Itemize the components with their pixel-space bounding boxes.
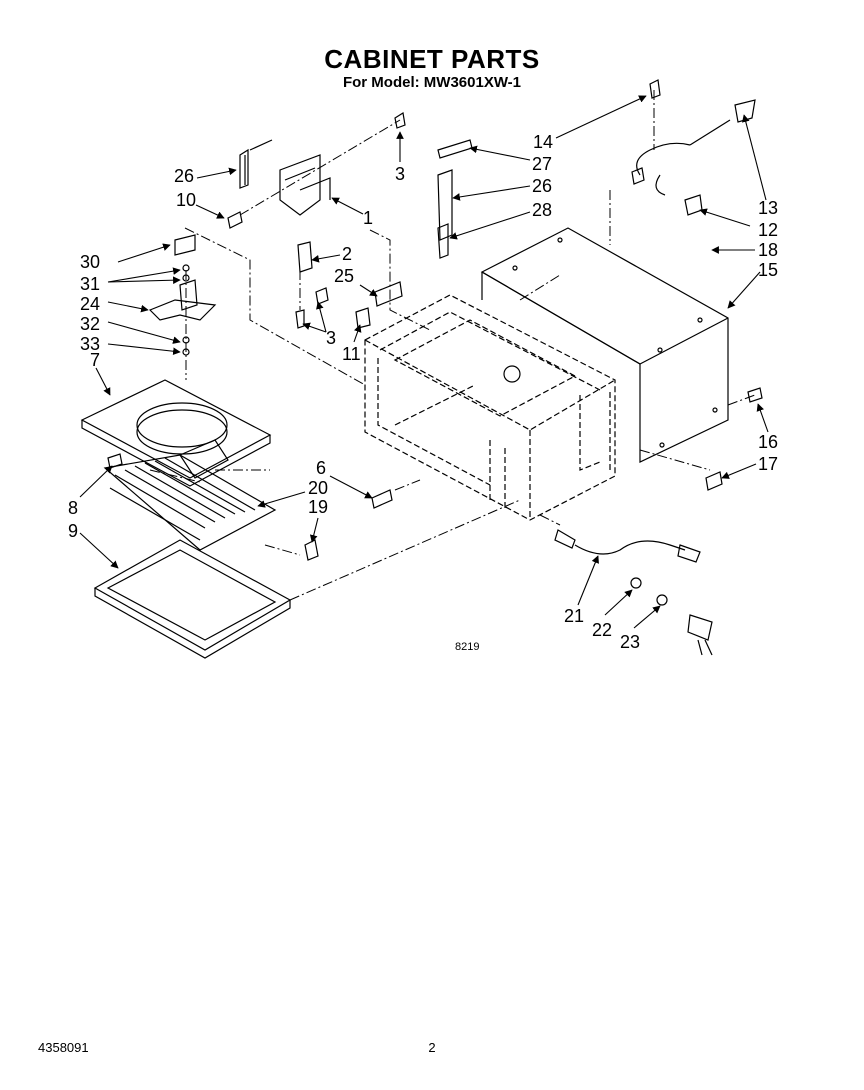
callout-32: 32 [80, 314, 100, 334]
callout-20: 20 [308, 478, 328, 498]
callout-23: 23 [620, 632, 640, 652]
part-26-left [239, 148, 249, 189]
callout-15: 15 [758, 260, 778, 280]
callout-9: 9 [68, 521, 78, 541]
callout-24: 24 [80, 294, 100, 314]
figure-number: 8219 [455, 641, 479, 653]
callout-21: 21 [564, 606, 584, 626]
callout-31: 31 [80, 274, 100, 294]
screws [107, 79, 763, 509]
callout-17: 17 [758, 454, 778, 474]
callout-12: 12 [758, 220, 778, 240]
callout-8: 8 [68, 498, 78, 518]
callout-6: 6 [316, 458, 326, 478]
callout-11: 11 [342, 344, 361, 364]
inner-cavity [364, 294, 616, 521]
glass-tray [93, 539, 292, 659]
model-subtitle: For Model: MW3601XW-1 [342, 74, 522, 91]
callout-14: 14 [533, 132, 553, 152]
power-cord [554, 529, 713, 656]
callout-28: 28 [532, 200, 552, 220]
callout-18: 18 [758, 240, 778, 260]
callout-25: 25 [334, 266, 354, 286]
callout-26-left: 26 [174, 166, 194, 186]
part-28 [437, 223, 449, 259]
page-number: 2 [428, 1040, 436, 1055]
switch-bracket [244, 139, 331, 216]
part-19 [304, 539, 319, 561]
callout-19: 19 [308, 497, 328, 517]
callout-labels: 1 2 3 3 6 7 8 9 10 11 12 13 14 15 16 17 … [68, 132, 778, 653]
oven-rack [103, 454, 277, 551]
part-11 [355, 307, 371, 329]
page-title: CABINET PARTS [324, 44, 540, 74]
part-27 [437, 139, 473, 159]
part-25 [374, 281, 403, 307]
callout-2: 2 [342, 244, 352, 264]
callout-3-mid: 3 [326, 328, 336, 348]
callout-1: 1 [363, 208, 373, 228]
callout-7: 7 [90, 350, 100, 370]
callout-13: 13 [758, 198, 778, 218]
cabinet-line-art [80, 79, 763, 659]
callout-3-top: 3 [395, 164, 405, 184]
callout-10: 10 [176, 190, 196, 210]
turntable-drive [148, 234, 217, 356]
cavity-hole [503, 365, 521, 383]
base-plate [80, 379, 272, 487]
leader-phantom-lines [149, 90, 756, 601]
outer-cabinet-wrapper [480, 227, 729, 463]
callout-16: 16 [758, 432, 778, 452]
callout-33: 33 [80, 334, 100, 354]
document-number: 4358091 [38, 1040, 89, 1055]
part-26-right [437, 169, 453, 241]
lamp-socket [297, 241, 313, 273]
callout-30: 30 [80, 252, 100, 272]
wire-harness [631, 99, 756, 216]
callout-26-right: 26 [532, 176, 552, 196]
callout-27: 27 [532, 154, 552, 174]
callout-22: 22 [592, 620, 612, 640]
callout-arrows [79, 95, 769, 629]
